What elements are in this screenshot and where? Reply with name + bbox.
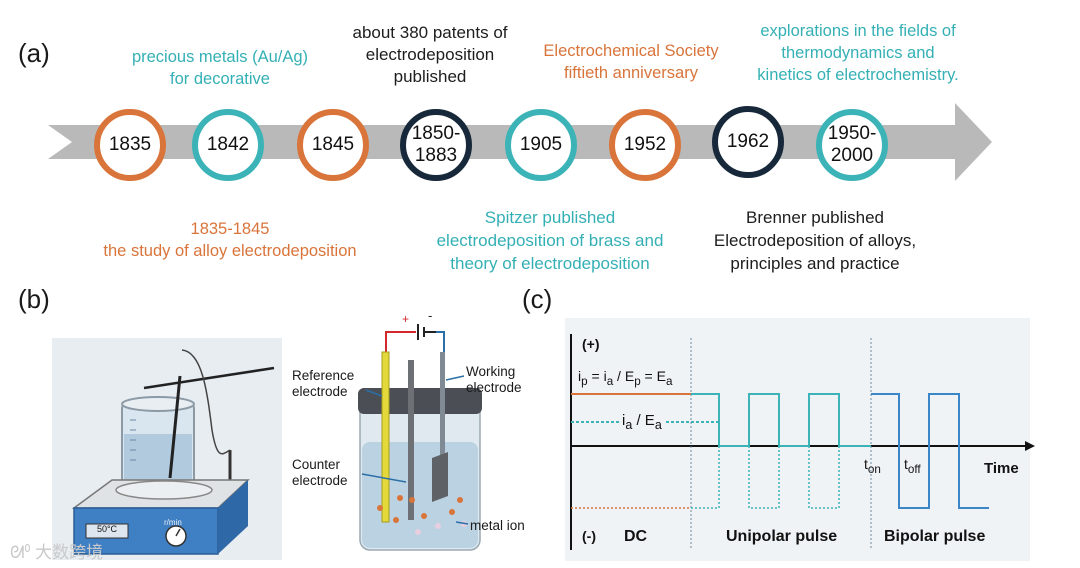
ip-i: i xyxy=(578,368,582,384)
time-axis-label: Time xyxy=(984,460,1019,477)
toff-t: t xyxy=(904,456,908,472)
metal-ion-label: metal ion xyxy=(470,518,525,533)
panel-label-a: (a) xyxy=(18,38,50,68)
ip-eq1: = i xyxy=(587,368,607,384)
year-circle-1842: 1842 xyxy=(192,109,264,181)
annotation-electrochemical-society: Electrochemical Society fiftieth anniver… xyxy=(543,42,719,82)
annotation-precious-metals: precious metals (Au/Ag) for decorative xyxy=(131,48,309,88)
ip-eq2: / E xyxy=(613,368,635,384)
negative-terminal-sign: - xyxy=(428,308,433,323)
year-text: 1845 xyxy=(311,134,355,155)
annotation-brenner: Brenner published Electrodeposition of a… xyxy=(713,208,917,273)
year-circle-1835: 1835 xyxy=(94,109,166,181)
year-text: 1905 xyxy=(519,134,563,155)
ip-eq3: = E xyxy=(640,368,666,384)
ia-i: i xyxy=(622,412,626,429)
year-text: 1962 xyxy=(726,131,770,152)
ia-mid: / E xyxy=(632,412,655,429)
annotation-alloy-study: 1835-1845 the study of alloy electrodepo… xyxy=(103,220,357,260)
year-circle-1950-2000: 1950- 2000 xyxy=(816,109,888,181)
ia-sub: a xyxy=(625,418,633,432)
year-circle-1952: 1952 xyxy=(609,109,681,181)
ip-equation-label: ip = ia / Ep = Ea xyxy=(578,368,672,388)
year-text: 1952 xyxy=(623,134,667,155)
watermark-logo-icon: ᘛ⁰ xyxy=(10,543,31,562)
annotation-patents: about 380 patents of electrodeposition p… xyxy=(352,23,508,86)
year-circle-1850-1883: 1850- 1883 xyxy=(400,109,472,181)
hotplate-beaker-illustration xyxy=(71,349,275,555)
ia-sub2: a xyxy=(654,418,662,432)
year-text: 1950- 2000 xyxy=(827,123,877,166)
ip-sub2: a xyxy=(606,374,614,388)
positive-axis-label: (+) xyxy=(582,336,600,352)
dc-label: DC xyxy=(624,528,648,545)
positive-terminal-sign: + xyxy=(402,312,410,326)
t-off-label: toff xyxy=(904,456,921,476)
panel-label-b: (b) xyxy=(18,284,50,314)
unipolar-pulse-label: Unipolar pulse xyxy=(726,528,838,545)
toff-sub: off xyxy=(907,462,921,476)
watermark: ᘛ⁰ 大数跨境 xyxy=(10,538,103,563)
hotplate-temperature-display: 50°C xyxy=(96,524,118,534)
counter-electrode-label: Counter electrode xyxy=(292,457,348,488)
watermark-text: 大数跨境 xyxy=(35,543,104,562)
working-electrode-label: Working electrode xyxy=(466,364,522,395)
year-text: 1835 xyxy=(108,134,152,155)
ton-t: t xyxy=(864,456,868,472)
ip-sub3: p xyxy=(634,374,641,388)
ia-ea-label: ia / Ea xyxy=(620,412,664,432)
hotplate-knob-label: r/min xyxy=(164,518,182,527)
year-circle-1962: 1962 xyxy=(712,106,784,178)
negative-axis-label: (-) xyxy=(582,528,596,544)
reference-electrode-label: Reference electrode xyxy=(292,368,355,399)
annotation-spitzer: Spitzer published electrodeposition of b… xyxy=(436,208,664,273)
year-text: 1850- 1883 xyxy=(411,123,461,166)
year-circle-1845: 1845 xyxy=(297,109,369,181)
annotation-explorations: explorations in the fields of thermodyna… xyxy=(757,22,959,84)
panel-label-c: (c) xyxy=(522,284,553,314)
year-text: 1842 xyxy=(206,134,250,155)
t-on-label: ton xyxy=(864,456,881,476)
ton-sub: on xyxy=(867,462,881,476)
waveform-background xyxy=(565,318,1030,561)
year-circle-1905: 1905 xyxy=(505,109,577,181)
electrochemical-cell-illustration xyxy=(358,324,482,551)
ip-sub: p xyxy=(581,374,588,388)
bipolar-pulse-label: Bipolar pulse xyxy=(884,528,986,545)
ip-sub4: a xyxy=(665,374,673,388)
waveform-plot xyxy=(570,334,1035,550)
